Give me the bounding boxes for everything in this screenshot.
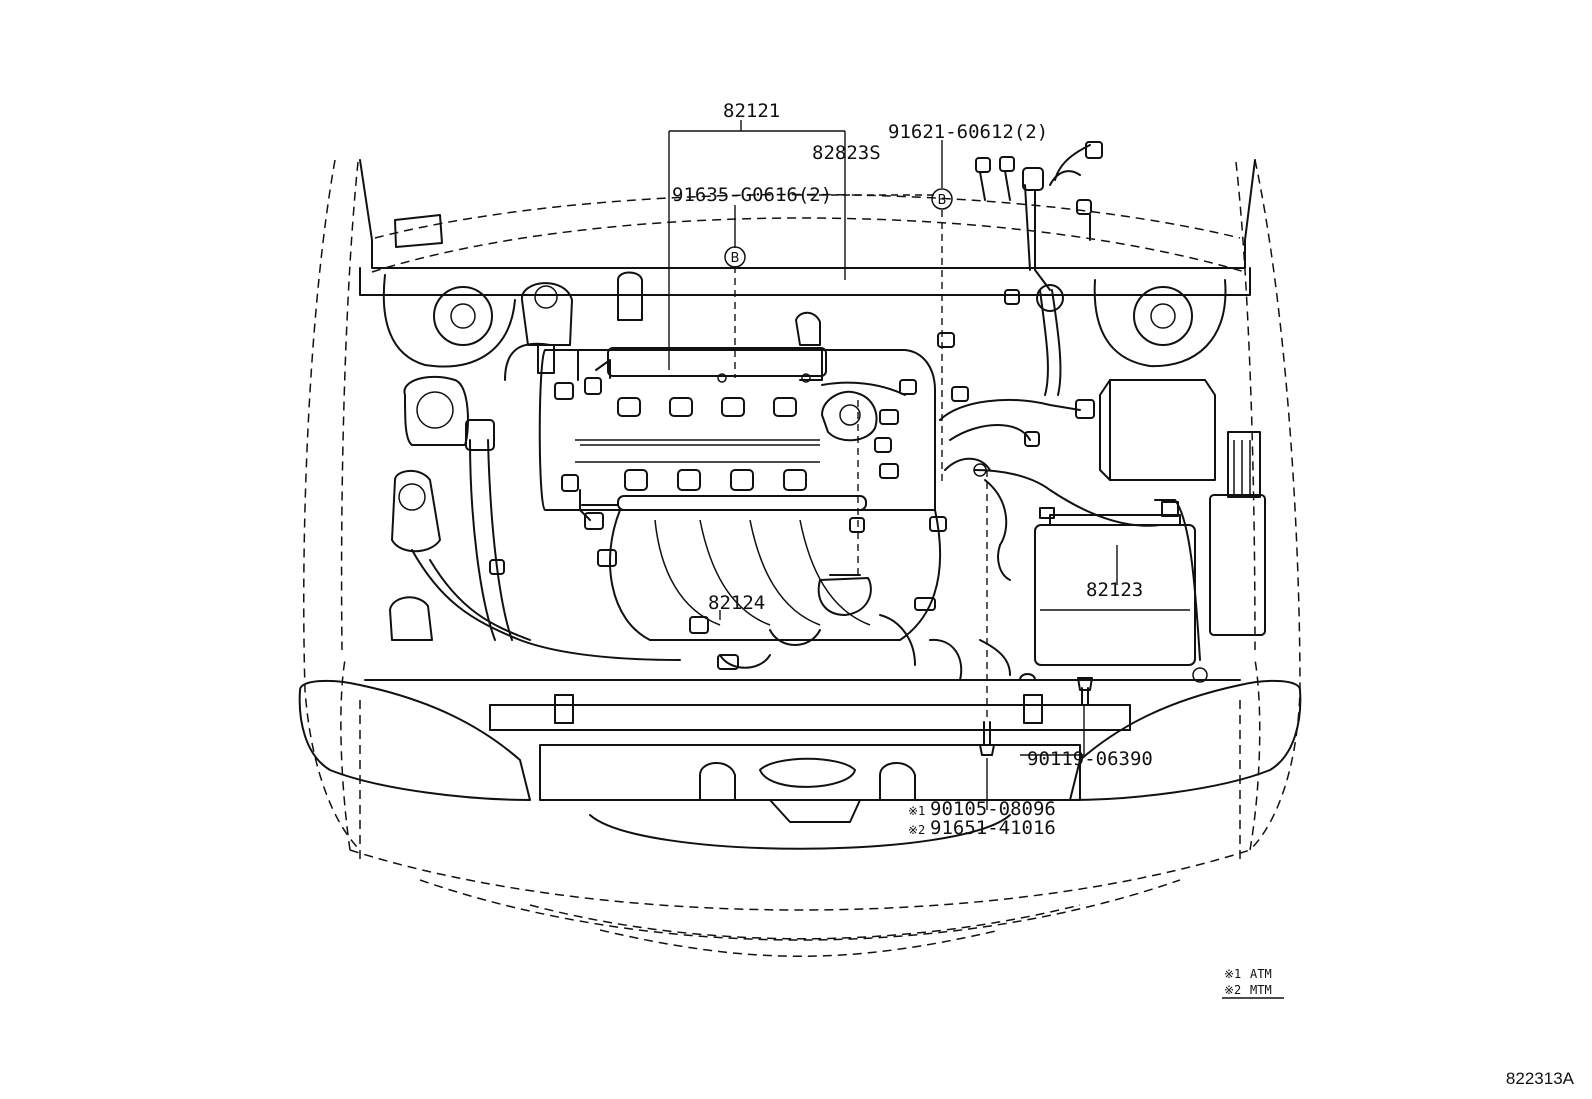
part-label-91621-60612[interactable]: 91621-60612(2) (888, 121, 1048, 143)
bubble-b-left: B (724, 246, 746, 268)
part-label-82823s[interactable]: 82823S (812, 142, 881, 164)
legend: ※1 ATM ※2 MTM (1222, 967, 1284, 999)
battery-area (979, 379, 1266, 756)
figure-id: 822313A (1506, 1069, 1575, 1088)
legend-text-mtm: MTM (1250, 983, 1272, 997)
bubble-b-left-text: B (731, 251, 740, 266)
car-body-outline (303, 159, 1301, 957)
part-label-90105-08096[interactable]: 90105-08096 (930, 798, 1056, 820)
part-label-91651-41016[interactable]: 91651-41016 (930, 817, 1056, 839)
leader-lines (668, 120, 1118, 810)
part-label-82124[interactable]: 82124 (708, 592, 765, 614)
part-label-91635-g0616[interactable]: 91635-G0616(2) (672, 184, 832, 206)
legend-text-atm: ATM (1250, 967, 1272, 981)
engine (411, 332, 1036, 681)
part-label-82123[interactable]: 82123 (1086, 579, 1143, 601)
legend-mark-1: ※1 (1224, 967, 1241, 981)
bubble-b-right: B (931, 188, 953, 210)
bubble-b-right-text: B (938, 193, 947, 208)
marker-atm: ※1 (908, 804, 925, 818)
engine-bay (298, 159, 1302, 850)
engine-room-harness (939, 141, 1208, 683)
part-label-90119-06390[interactable]: 90119-06390 (1027, 748, 1153, 770)
legend-mark-2: ※2 (1224, 983, 1241, 997)
marker-mtm: ※2 (908, 823, 925, 837)
engine-wire-harness (577, 311, 906, 521)
part-label-82121[interactable]: 82121 (723, 100, 780, 122)
